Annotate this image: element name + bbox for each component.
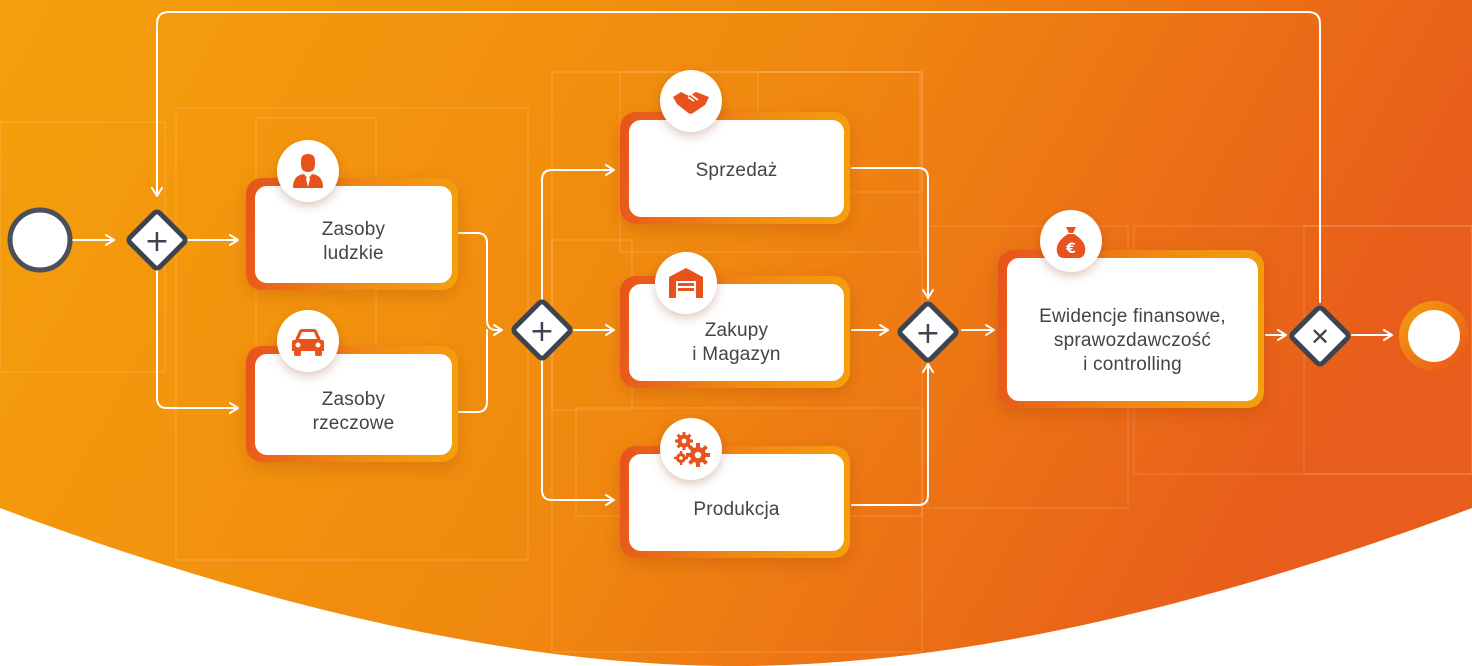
gateway-symbol-2: + <box>529 314 554 349</box>
car-icon <box>277 310 339 372</box>
gateway-exclusive <box>1289 305 1351 367</box>
task-zasoby-ludzkie[interactable]: Zasoby ludzkie <box>246 178 458 290</box>
task-ewidencje-finansowe[interactable]: Ewidencje finansowe, sprawozdawczość i c… <box>998 250 1264 408</box>
gateway-symbol-3: + <box>915 316 940 351</box>
task-produkcja[interactable]: Produkcja <box>620 446 850 558</box>
connectors <box>71 11 1393 506</box>
flow-sprzedaz-to-join <box>851 167 934 299</box>
task-label-line: i Magazyn <box>692 343 781 365</box>
gateway-parallel-join-operations <box>897 301 959 363</box>
task-label-line: rzeczowe <box>312 412 395 434</box>
handshake-icon <box>660 70 722 132</box>
task-label-line: ludzkie <box>323 242 384 264</box>
gateway-symbol-exclusive: ✕ <box>1310 323 1330 351</box>
start-event <box>7 207 73 273</box>
task-sprzedaz[interactable]: Sprzedaż <box>620 112 850 224</box>
end-event <box>1399 301 1469 371</box>
gateway-parallel-split <box>126 209 188 271</box>
task-label-line: sprawozdawczość <box>1053 329 1212 351</box>
gateway-parallel-join-resources <box>511 299 573 361</box>
svg-text:€: € <box>1065 241 1076 257</box>
task-zasoby-rzeczowe[interactable]: Zasoby rzeczowe <box>246 346 458 462</box>
task-label-line: Produkcja <box>693 498 780 520</box>
task-label-line: Zasoby <box>321 388 386 410</box>
task-label-line: Zasoby <box>321 218 386 240</box>
task-label-line: Ewidencje finansowe, <box>1039 305 1226 327</box>
task-label-line: Sprzedaż <box>695 159 778 181</box>
flow-loop-back <box>151 11 1321 303</box>
flow-split-to-rzeczowe <box>156 269 239 414</box>
gateway-symbol-1: + <box>144 224 169 259</box>
gears-icon <box>660 418 722 480</box>
person-icon <box>277 140 339 202</box>
task-label-line: Zakupy <box>704 319 769 341</box>
warehouse-icon <box>655 252 717 314</box>
task-label-line: i controlling <box>1083 353 1182 375</box>
flow-ludzkie-to-join <box>458 232 503 336</box>
task-zakupy-magazyn[interactable]: Zakupy i Magazyn <box>620 276 850 388</box>
money-bag-icon: € <box>1040 210 1102 272</box>
flow-join-to-produkcja <box>541 359 615 506</box>
flow-rzeczowe-to-join <box>458 329 488 413</box>
flow-join-to-sprzedaz <box>541 164 615 301</box>
flow-produkcja-to-join <box>851 363 934 506</box>
